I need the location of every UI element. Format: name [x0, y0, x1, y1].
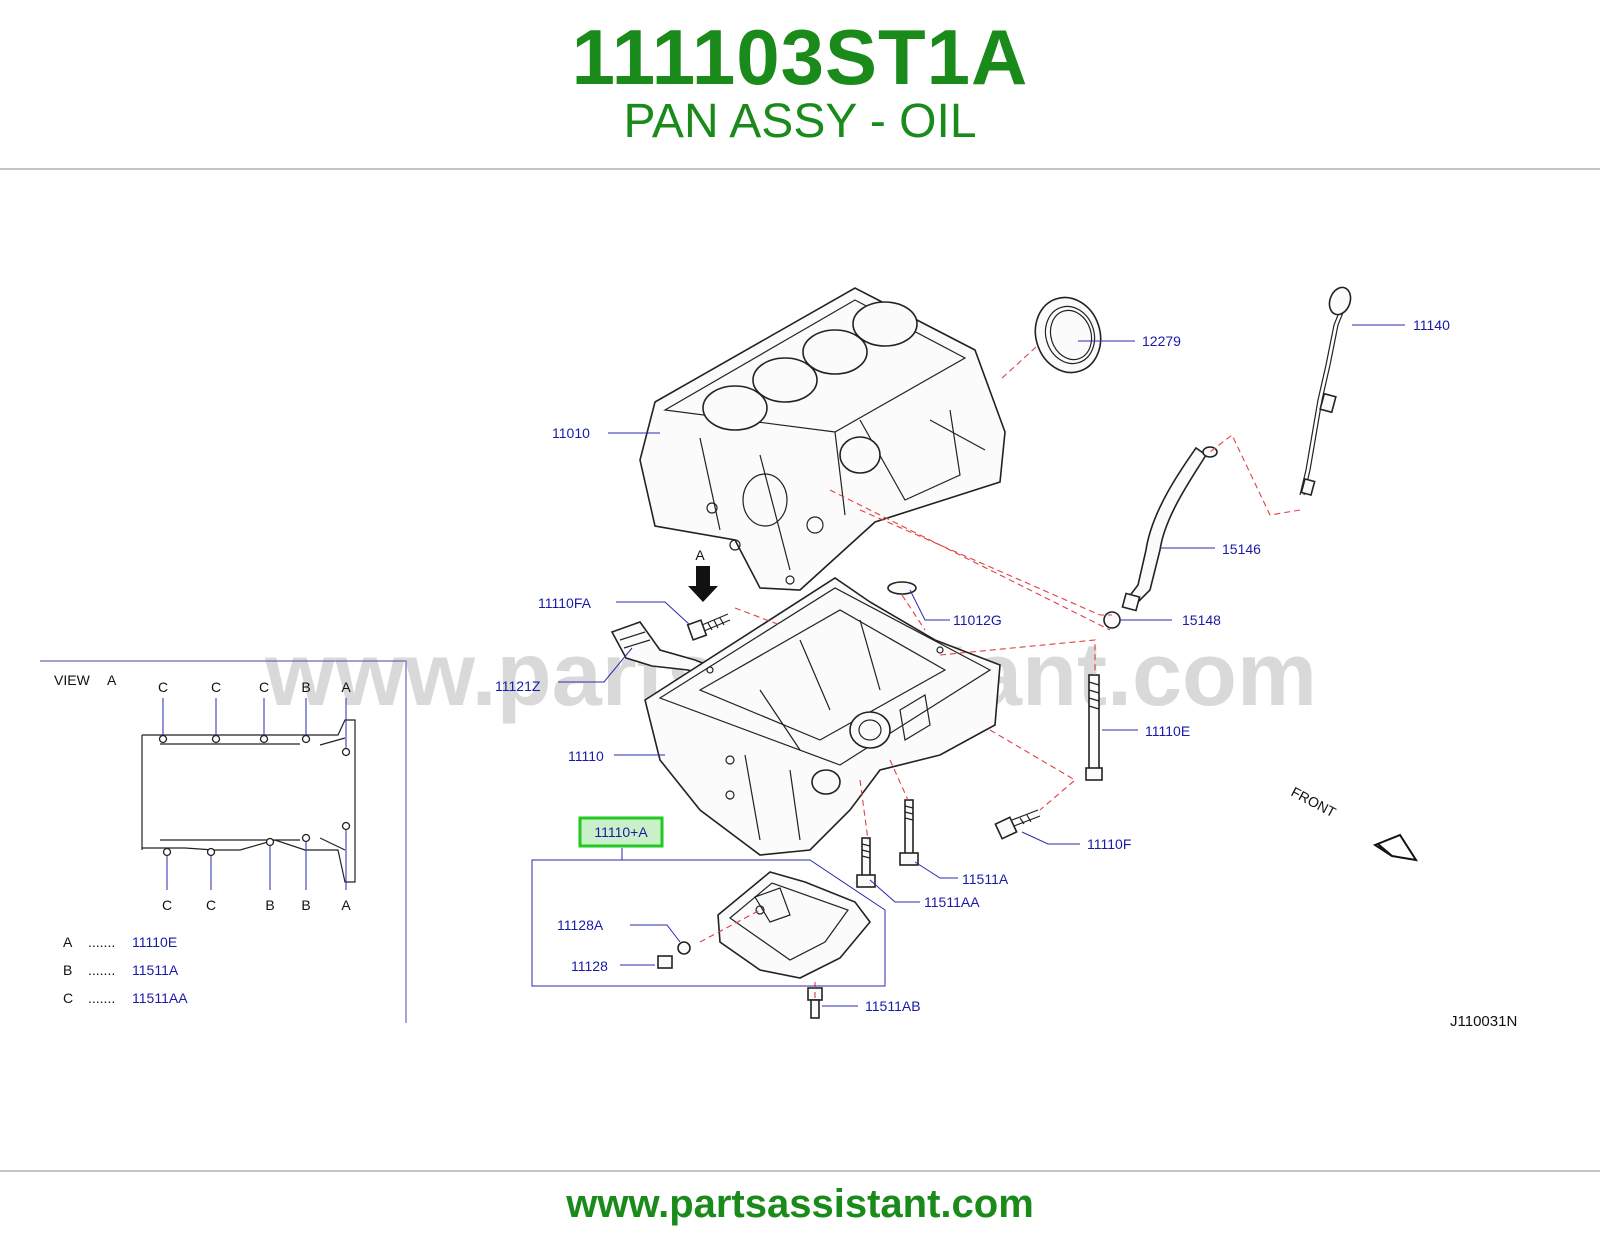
header-divider [0, 168, 1600, 170]
callout-11511aa[interactable]: 11511AA [924, 894, 980, 910]
bolt-11511aa-drawing [856, 837, 876, 888]
highlight-box[interactable] [578, 816, 664, 848]
callout-11110[interactable]: 11110 [568, 748, 604, 764]
oil-pan-upper-drawing [644, 577, 1001, 856]
view-a-bottom-letter: C [162, 897, 172, 913]
callout-11128[interactable]: 11128 [571, 958, 608, 974]
drain-plug-drawing [657, 955, 673, 969]
view-a-bottom-letter: B [301, 897, 310, 913]
callout-11012g[interactable]: 11012G [953, 612, 1002, 628]
view-a-top-letter: C [211, 679, 221, 695]
view-a-top-letter: B [301, 679, 310, 695]
part-number-title: 111103ST1A [571, 13, 1029, 101]
bolt-11110e-drawing [1085, 674, 1103, 781]
view-a-bottom-letter: B [265, 897, 274, 913]
view-a-top-letter: C [158, 679, 168, 695]
view-a-bottom-letter: C [206, 897, 216, 913]
bolt-11110fa-drawing [686, 613, 731, 641]
legend-part[interactable]: 11511AA [132, 990, 188, 1006]
part-name-subtitle: PAN ASSY - OIL [623, 95, 977, 148]
view-a-letter: A [107, 672, 117, 688]
callout-11110e[interactable]: 11110E [1145, 723, 1190, 739]
legend-key: B [63, 962, 72, 978]
bolt-11511a-drawing [899, 799, 919, 866]
view-a-arrow-label: A [695, 547, 705, 563]
view-a-frame [40, 660, 407, 1023]
footer-website-link[interactable]: www.partsassistant.com [566, 1182, 1034, 1226]
dipstick-drawing [1299, 286, 1352, 497]
callout-11110fa[interactable]: 11110FA [538, 595, 592, 611]
callout-11010[interactable]: 11010 [552, 425, 590, 441]
view-a-title: VIEW [54, 672, 91, 688]
callout-11110f[interactable]: 11110F [1087, 836, 1131, 852]
assembly-dash-lines [699, 346, 1301, 1000]
view-a-bottom-letter: A [341, 897, 351, 913]
callout-11511a[interactable]: 11511A [962, 871, 1009, 887]
rear-seal-drawing [1034, 296, 1102, 374]
view-a-inset: VIEW A C C C B A C C B B A A ....... 111… [40, 660, 407, 1023]
diagram-code: J110031N [1450, 1013, 1517, 1030]
legend-dots: ....... [88, 990, 115, 1006]
legend-dots: ....... [88, 934, 115, 950]
legend-key: C [63, 990, 73, 1006]
callout-12279[interactable]: 12279 [1142, 333, 1181, 349]
legend-part[interactable]: 11511A [132, 962, 179, 978]
callout-leader-lines [531, 324, 1405, 1007]
callout-15148[interactable]: 15148 [1182, 612, 1221, 628]
callout-11110-plus-a[interactable]: 11110+A [594, 824, 648, 840]
oil-pan-lower-drawing [717, 871, 872, 979]
gasket-drawing [887, 581, 917, 595]
view-a-top-letter: A [341, 679, 351, 695]
o-ring-drawing [1103, 611, 1121, 629]
cylinder-block-drawing [639, 287, 1006, 591]
view-a-top-letter: C [259, 679, 269, 695]
callout-11140[interactable]: 11140 [1413, 317, 1450, 333]
bolt-11110f-drawing [994, 809, 1041, 840]
view-a-arrow-icon: A [688, 547, 718, 602]
drain-washer-drawing [677, 941, 691, 955]
callout-11128a[interactable]: 11128A [557, 917, 604, 933]
callout-11511ab[interactable]: 11511AB [865, 998, 921, 1014]
legend-key: A [63, 934, 73, 950]
footer-divider [0, 1170, 1600, 1172]
front-arrow-icon [1372, 833, 1419, 862]
exploded-parts-diagram: www.partsassistant.com [0, 265, 1600, 1065]
callout-15146[interactable]: 15146 [1222, 541, 1261, 557]
dipstick-guide-drawing [1121, 446, 1218, 612]
legend-part[interactable]: 11110E [132, 934, 177, 950]
page-header: 111103ST1A PAN ASSY - OIL [0, 0, 1600, 168]
callout-11121z[interactable]: 11121Z [495, 678, 541, 694]
legend-dots: ....... [88, 962, 115, 978]
